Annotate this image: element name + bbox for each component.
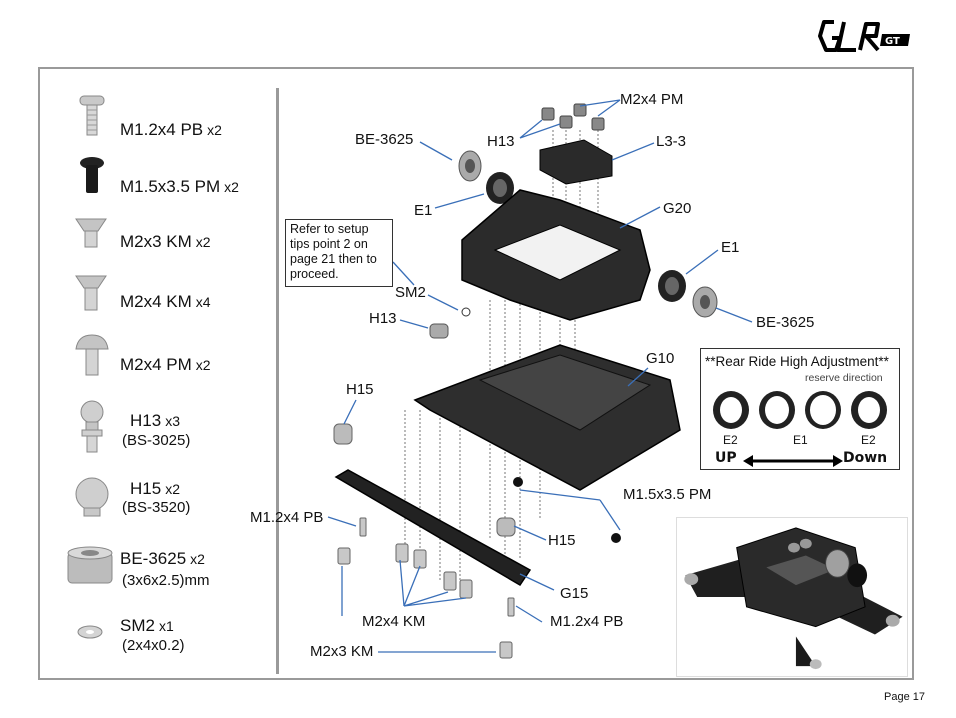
g15-bar [334,469,532,587]
callout-g15: G15 [560,585,589,602]
ring-e1-icon [759,391,795,429]
setup-note: Refer to setup tips point 2 on page 21 t… [285,219,393,287]
ring-e2-reverse-icon [851,391,887,429]
callout-m12x4-pb-left: M1.2x4 PB [250,509,324,526]
countersunk-screw-icon [75,275,107,311]
ring-e2-icon [713,391,749,429]
shim-washer-icon [77,625,103,639]
callout-e1-right: E1 [721,239,740,256]
ball-stud-icon [80,400,104,453]
e1-left [486,172,514,204]
pan-head-screw-icon [79,95,105,136]
callout-g10: G10 [646,350,675,367]
callout-h15-top: H15 [346,381,374,398]
callout-e1-left: E1 [414,202,433,219]
ride-height-box: **Rear Ride High Adjustment** reserve di… [700,348,900,470]
ball-bearing-icon [67,546,113,584]
bearing-right [692,286,718,318]
direction-up: UP [715,450,737,466]
direction-down: Down [843,450,888,466]
callout-m2x4-km: M2x4 KM [362,613,426,630]
callout-h13-top: H13 [487,133,515,150]
ring-label: E2 [861,433,876,447]
callout-m15x35-pm: M1.5x3.5 PM [623,486,712,503]
callout-be3625-right: BE-3625 [756,314,815,331]
callout-m2x3-km: M2x3 KM [310,643,374,660]
callout-sm2: SM2 [395,284,426,301]
button-head-screw-icon [75,334,109,376]
callout-l3-3: L3-3 [656,133,687,150]
callout-be3625-left: BE-3625 [355,131,414,148]
callout-h15-right: H15 [548,532,576,549]
svg-text:GT: GT [885,36,900,47]
bearing-left [458,150,482,182]
ring-e1-reverse-icon [805,391,841,429]
assembled-photo [676,517,908,677]
glr-gt-logo: GT [818,20,910,52]
callout-g20: G20 [663,200,692,217]
ride-height-subtitle: reserve direction [805,372,883,384]
ride-height-title: **Rear Ride High Adjustment** [705,354,889,369]
callout-m12x4-pb-right: M1.2x4 PB [550,613,624,630]
content-frame [38,67,914,680]
callout-h13-left: H13 [369,310,397,327]
ring-label: E2 [723,433,738,447]
exploded-assembly-diagram [327,99,753,659]
ring-label: E1 [793,433,808,447]
ball-stud-icon [75,477,109,517]
black-screw-icon [80,157,104,193]
screws-top [541,103,605,131]
parts-divider [276,88,279,674]
double-arrow-icon [743,455,843,467]
page-number: Page 17 [884,691,925,703]
e1-right [658,270,686,302]
callout-m2x4-pm: M2x4 PM [620,91,684,108]
l3-3-mount [539,139,613,185]
countersunk-screw-icon [75,218,107,248]
